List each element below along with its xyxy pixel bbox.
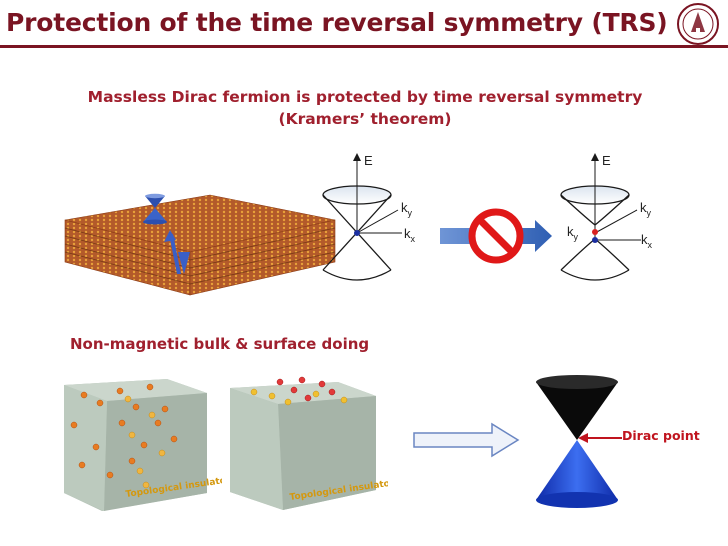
subtitle-line-1: Massless Dirac fermion is protected by t… xyxy=(87,88,643,106)
split-point-red xyxy=(592,229,598,235)
axis-ky-label-left-side: ky xyxy=(567,224,579,242)
axis-e-label-right: E xyxy=(602,153,611,168)
left-dirac-cone-diagram: E ky kx xyxy=(322,153,416,281)
outline-arrow-icon xyxy=(413,422,520,458)
spin-arrows-icon xyxy=(164,230,190,274)
forbidden-transition-arrow xyxy=(440,208,552,264)
layered-crystal-illustration xyxy=(64,193,336,296)
axis-kx-label-right: kx xyxy=(641,232,653,250)
prohibition-icon xyxy=(468,208,524,264)
dirac-point-arrow xyxy=(578,433,622,443)
dirac-double-cone xyxy=(536,375,618,508)
dirac-point-label: Dirac point xyxy=(622,428,700,443)
surface-dirac-cone-icon xyxy=(143,193,167,225)
axis-ky-label: ky xyxy=(401,200,413,218)
axis-e-label: E xyxy=(364,153,373,168)
slide-title: Protection of the time reversal symmetry… xyxy=(6,8,668,37)
axis-ky-label-right: ky xyxy=(640,200,652,218)
right-gapped-cone-diagram: E ky ky kx xyxy=(560,153,653,281)
axis-kx-label: kx xyxy=(404,226,416,244)
bulk-doped-cube: Topological insulator xyxy=(64,379,222,511)
subtitle-line-2: (Kramers’ theorem) xyxy=(278,110,452,128)
surface-doped-cube: Topological insulator xyxy=(230,376,388,510)
title-rule xyxy=(0,45,728,48)
split-point-blue xyxy=(592,237,598,243)
university-seal-icon xyxy=(677,3,719,45)
dirac-point-dot xyxy=(354,230,360,236)
doping-subtitle: Non-magnetic bulk & surface doing xyxy=(70,335,370,353)
